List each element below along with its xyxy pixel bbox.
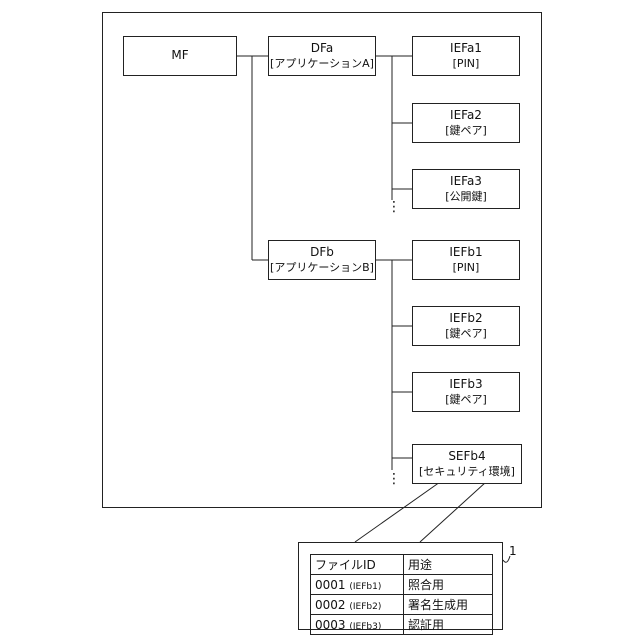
dfa-title: DFa <box>311 41 333 57</box>
iefb2-title: IEFb2 <box>449 311 482 327</box>
mf-label: MF <box>171 48 188 64</box>
iefa2-title: IEFa2 <box>450 108 482 124</box>
iefa2-subtitle: [鍵ペア] <box>445 124 487 138</box>
iefa1-subtitle: [PIN] <box>453 57 480 71</box>
file-ref: (IEFb3) <box>349 622 381 632</box>
dfa-subtitle: [アプリケーションA] <box>270 57 374 71</box>
iefa2-node: IEFa2 [鍵ペア] <box>412 103 520 143</box>
sefb4-node: SEFb4 [セキュリティ環境] <box>412 444 522 484</box>
dfb-title: DFb <box>310 245 334 261</box>
iefb2-subtitle: [鍵ペア] <box>445 327 487 341</box>
dfb-subtitle: [アプリケーションB] <box>270 261 374 275</box>
dfa-more-ellipsis: ⋮ <box>387 200 397 214</box>
iefb1-subtitle: [PIN] <box>453 261 480 275</box>
iefb3-subtitle: [鍵ペア] <box>445 393 487 407</box>
iefb1-title: IEFb1 <box>449 245 482 261</box>
table-row: 0001 (IEFb1) 照合用 <box>311 575 493 595</box>
iefa3-subtitle: [公開鍵] <box>445 190 487 204</box>
file-id-cell: 0002 (IEFb2) <box>311 595 404 615</box>
file-table-header-row: ファイルID 用途 <box>311 555 493 575</box>
iefa3-node: IEFa3 [公開鍵] <box>412 169 520 209</box>
iefa1-title: IEFa1 <box>450 41 482 57</box>
table-row: 0002 (IEFb2) 署名生成用 <box>311 595 493 615</box>
dfb-node: DFb [アプリケーションB] <box>268 240 376 280</box>
file-id: 0001 <box>315 578 346 592</box>
file-ref: (IEFb1) <box>349 582 381 592</box>
file-id: 0002 <box>315 598 346 612</box>
iefa3-title: IEFa3 <box>450 174 482 190</box>
reference-number: 1 <box>509 544 517 558</box>
sefb4-file-table: ファイルID 用途 0001 (IEFb1) 照合用 0002 (IEFb2) … <box>310 554 493 635</box>
usage-cell: 照合用 <box>404 575 493 595</box>
iefb3-node: IEFb3 [鍵ペア] <box>412 372 520 412</box>
sefb4-subtitle: [セキュリティ環境] <box>419 465 515 479</box>
iefa1-node: IEFa1 [PIN] <box>412 36 520 76</box>
dfb-more-ellipsis: ⋮ <box>387 472 397 486</box>
file-id-header: ファイルID <box>311 555 404 575</box>
usage-header: 用途 <box>404 555 493 575</box>
iefb1-node: IEFb1 [PIN] <box>412 240 520 280</box>
mf-node: MF <box>123 36 237 76</box>
iefb3-title: IEFb3 <box>449 377 482 393</box>
usage-cell: 署名生成用 <box>404 595 493 615</box>
file-id-cell: 0003 (IEFb3) <box>311 615 404 635</box>
sefb4-title: SEFb4 <box>448 449 485 465</box>
file-id-cell: 0001 (IEFb1) <box>311 575 404 595</box>
iefb2-node: IEFb2 [鍵ペア] <box>412 306 520 346</box>
table-row: 0003 (IEFb3) 認証用 <box>311 615 493 635</box>
file-id: 0003 <box>315 618 346 632</box>
dfa-node: DFa [アプリケーションA] <box>268 36 376 76</box>
usage-cell: 認証用 <box>404 615 493 635</box>
file-ref: (IEFb2) <box>349 602 381 612</box>
